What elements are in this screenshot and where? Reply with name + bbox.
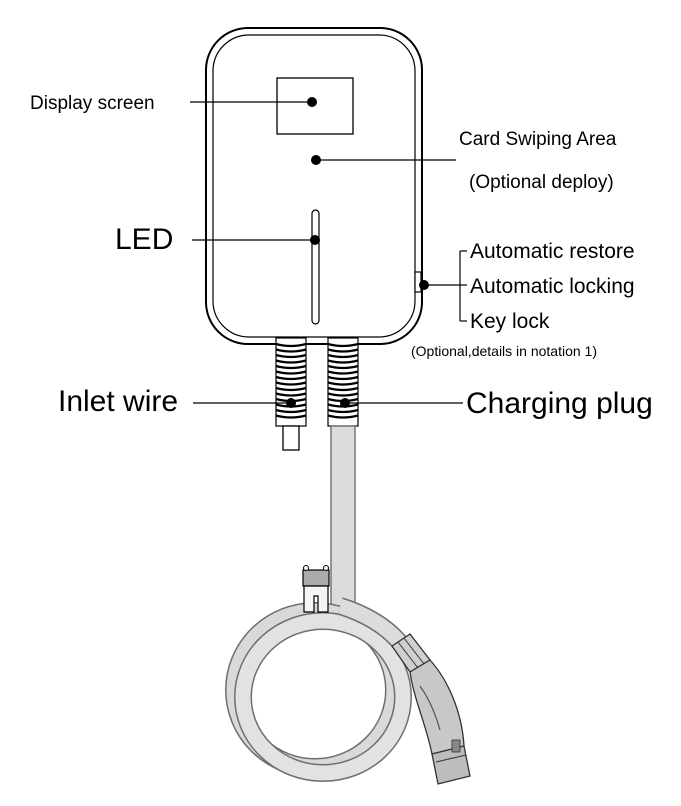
label-led: LED [115, 223, 173, 256]
label-automatic-locking: Automatic locking [470, 275, 635, 298]
label-display-screen: Display screen [30, 93, 155, 114]
gland-ridge [275, 375, 307, 381]
gland-ridge [275, 353, 307, 359]
gland-ridge [327, 408, 359, 414]
label-inlet-wire: Inlet wire [58, 385, 178, 418]
label-optional-deploy: (Optional deploy) [469, 172, 614, 193]
charging-plug-handle [391, 633, 471, 785]
gland-ridge [275, 348, 307, 353]
label-charging-plug: Charging plug [466, 387, 653, 420]
inlet-wire-stub [282, 425, 300, 451]
gland-ridge [327, 386, 359, 392]
label-automatic-restore: Automatic restore [470, 240, 635, 263]
gland-ridge [275, 364, 307, 370]
gland-ridge [327, 414, 359, 419]
gland-ridge [275, 386, 307, 392]
cable-holder-clip [302, 565, 330, 613]
gland-ridge [275, 342, 307, 348]
label-notation: (Optional,details in notation 1) [411, 343, 597, 359]
gland-ridge [327, 375, 359, 381]
gland-ridge [327, 370, 359, 375]
charger-body [205, 27, 423, 345]
callout-dots [286, 97, 429, 408]
display-screen [276, 77, 354, 135]
gland-ridge [327, 364, 359, 370]
gland-ridge [327, 348, 359, 353]
gland-ridge [275, 392, 307, 397]
inlet-wire-gland [275, 337, 307, 451]
gland-ridge [327, 342, 359, 348]
gland-ridge [275, 414, 307, 419]
gland-ridge [327, 359, 359, 364]
label-card-swiping-area: Card Swiping Area [459, 129, 617, 150]
gland-ridge [275, 359, 307, 364]
gland-ridge [275, 370, 307, 375]
gland-ridge [327, 392, 359, 397]
gland-ridge [275, 381, 307, 386]
gland-ridge [327, 353, 359, 359]
gland-ridge [327, 381, 359, 386]
gland-ridge [275, 408, 307, 414]
leader-lines [190, 101, 467, 404]
label-key-lock: Key lock [470, 310, 550, 333]
charging-plug-gland [327, 337, 359, 427]
led-strip [311, 209, 320, 325]
